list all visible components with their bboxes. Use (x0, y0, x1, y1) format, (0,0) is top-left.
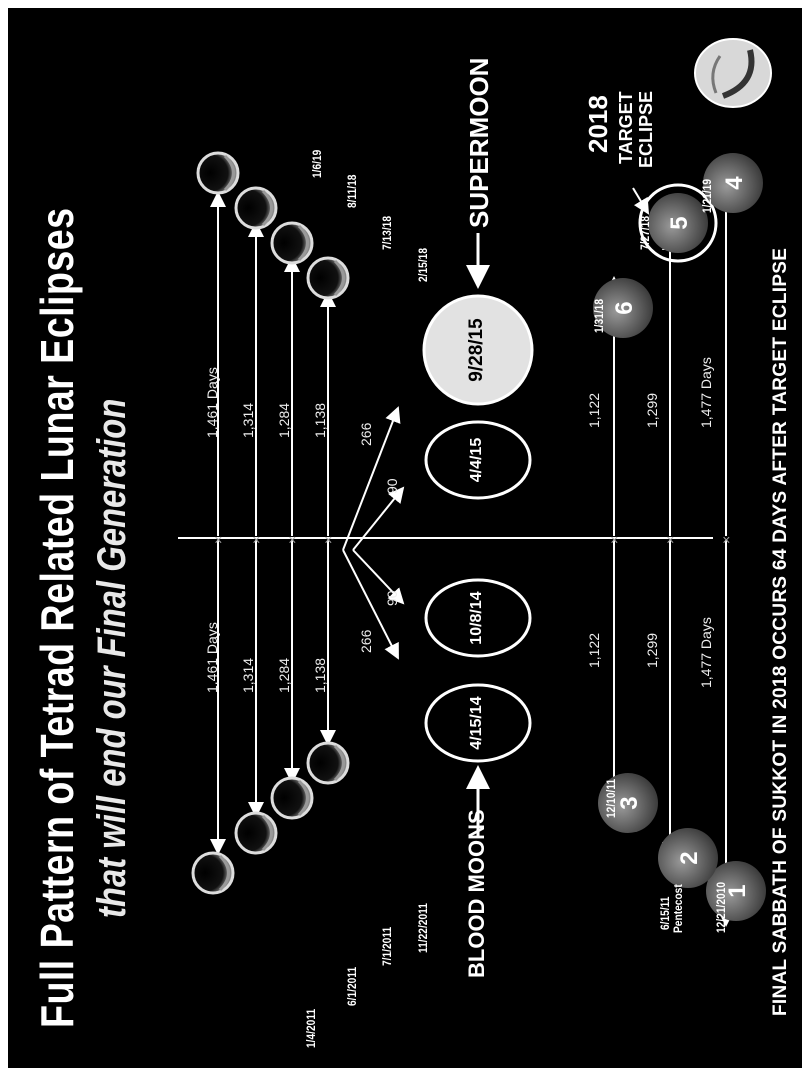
arrow-266-left (342, 549, 399, 660)
eclipse-crescent-5 (196, 151, 240, 195)
target-year: 2018 (583, 95, 613, 153)
eclipse-moon-number: 1 (724, 884, 751, 897)
top-left-date-3: 7/1/2011 (380, 926, 394, 966)
tetrad-interval-right-90: 90 (384, 478, 400, 494)
eclipse-moon-3: 3 (598, 773, 658, 833)
tetrad-interval-right-266: 266 (358, 422, 374, 446)
top-left-date-1: 1/4/2011 (304, 1008, 318, 1048)
bottom-date-2: 6/15/11 (658, 896, 672, 930)
top-interval-left-1: 1,461 Days (204, 622, 220, 693)
eclipse-crescent-6 (234, 186, 278, 230)
logo-icon (694, 38, 772, 108)
blood-moons-label: BLOOD MOONS (464, 809, 489, 978)
bottom-date-3: 12/10/11 (604, 778, 618, 818)
top-right-date-2: 8/11/18 (345, 174, 359, 208)
eclipse-moon-number: 3 (616, 796, 643, 809)
axis-marker: × (718, 536, 734, 544)
bottom-date-4: 1/21/19 (700, 178, 714, 213)
arrow-266-right (342, 406, 401, 551)
bottom-interval-right-1: 1,122 (586, 392, 602, 428)
bottom-interval-right-2: 1,299 (644, 392, 660, 428)
rotated-canvas: Full Pattern of Tetrad Related Lunar Ecl… (8, 8, 802, 1068)
bottom-moons: 1 2 3 6 5 4 (593, 153, 766, 921)
top-interval-left-4: 1,138 (312, 657, 328, 693)
axis-marker: × (248, 536, 264, 544)
top-left-date-2: 6/1/2011 (345, 966, 359, 1006)
axis-marker: × (284, 536, 300, 544)
eclipse-crescents (191, 151, 350, 895)
eclipse-diagram: × × × × × × × 1 2 3 6 5 4 (178, 38, 772, 927)
eclipse-moon-number: 2 (676, 851, 703, 864)
supermoon-label: SUPERMOON (464, 57, 494, 228)
top-interval-right-2: 1,314 (240, 402, 256, 438)
bottom-date-6: 1/31/18 (592, 298, 606, 333)
diagram-frame: Full Pattern of Tetrad Related Lunar Ecl… (8, 8, 802, 1068)
eclipse-moon-6: 6 (593, 278, 653, 338)
supermoon-circle (422, 294, 534, 406)
eclipse-moon-2: 2 (658, 828, 718, 888)
eclipse-moon-5: 5 (638, 183, 718, 263)
target-pointer-arrow (632, 187, 650, 215)
top-right-date-3: 7/13/18 (380, 215, 394, 250)
bottom-interval-arrows: × × × (606, 178, 734, 927)
top-interval-left-3: 1,284 (276, 657, 292, 693)
top-left-date-4: 11/22/2011 (416, 903, 430, 953)
eclipse-crescent-2 (234, 811, 278, 855)
tetrad-date-4: 9/28/15 (466, 318, 487, 382)
arrow-90-left (352, 549, 405, 605)
bottom-interval-right-3: 1,477 Days (698, 357, 714, 428)
eclipse-moon-number: 5 (666, 216, 693, 229)
eclipse-moon-number: 6 (611, 301, 638, 314)
target-label-line1: TARGET (616, 91, 636, 164)
tetrad-circle-3 (424, 420, 532, 500)
top-right-date-1: 1/6/19 (310, 149, 324, 178)
top-interval-right-4: 1,138 (312, 402, 328, 438)
axis-marker: × (662, 536, 678, 544)
tetrad-circle-1 (424, 683, 532, 763)
pentecost-label: Pentecost (671, 884, 685, 933)
axis-marker: × (320, 536, 336, 544)
top-interval-left-2: 1,314 (240, 657, 256, 693)
bottom-date-1: 12/21/2010 (714, 881, 728, 933)
bottom-interval-left-1: 1,122 (586, 632, 602, 668)
axis-marker: × (606, 536, 622, 544)
axis-marker: × (210, 536, 226, 544)
tetrad-circle-2 (424, 578, 532, 658)
eclipse-crescent-7 (270, 221, 314, 265)
bottom-interval-left-3: 1,477 Days (698, 617, 714, 688)
eclipse-moon-number: 4 (721, 176, 748, 190)
eclipse-crescent-1 (191, 851, 235, 895)
target-label-line2: ECLIPSE (636, 90, 656, 168)
eclipse-moon-1: 1 (706, 861, 766, 921)
tetrad-date-3: 4/4/15 (468, 437, 485, 483)
tetrad-date-2: 10/8/14 (468, 591, 485, 645)
bottom-interval-left-2: 1,299 (644, 632, 660, 668)
eclipse-crescent-4 (306, 741, 350, 785)
top-right-date-4: 2/15/18 (416, 247, 430, 282)
eclipse-moon-4: 4 (703, 153, 763, 213)
tetrad-date-1: 4/15/14 (468, 696, 485, 750)
eclipse-crescent-8 (306, 256, 350, 300)
tetrad-interval-left-266: 266 (358, 629, 374, 653)
bottom-date-5: 7/27/18 (638, 215, 652, 250)
eclipse-crescent-3 (270, 776, 314, 820)
top-interval-arrows: × × × × (210, 191, 336, 855)
footer-note: FINAL SABBATH OF SUKKOT IN 2018 OCCURS 6… (770, 247, 791, 1016)
tetrad-interval-left-90: 90 (384, 590, 400, 606)
top-interval-right-1: 1,461 Days (204, 367, 220, 438)
arrow-90-right (352, 486, 405, 551)
top-interval-right-3: 1,284 (276, 402, 292, 438)
